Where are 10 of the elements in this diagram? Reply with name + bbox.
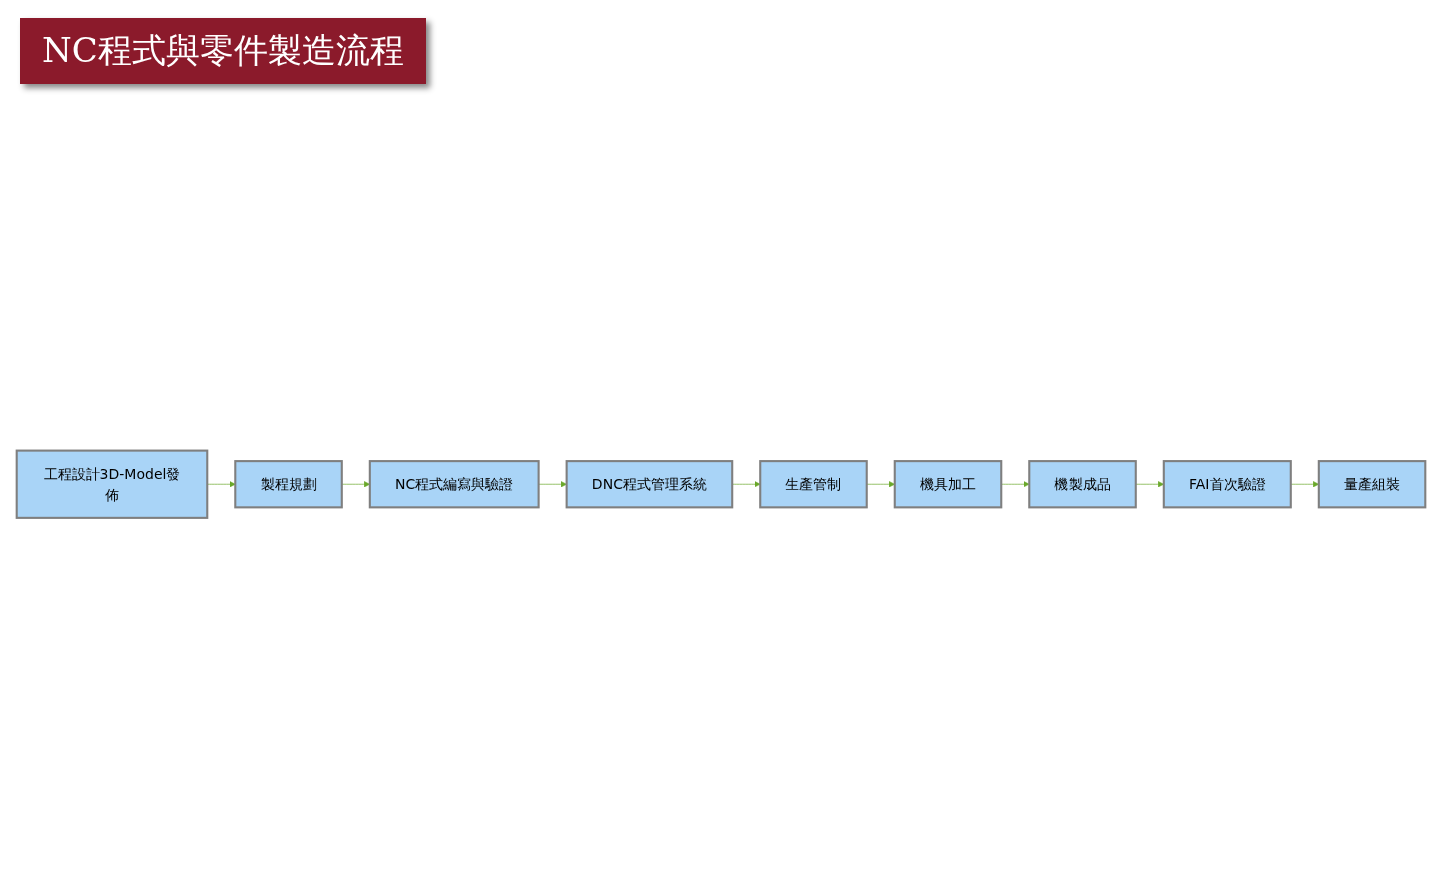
- node-box: NC程式編寫與驗證: [368, 459, 540, 509]
- node-box: 生產管制: [759, 459, 868, 509]
- node-box: 機製成品: [1028, 459, 1137, 509]
- node-box: 工程設計3D-Model發佈: [15, 449, 209, 519]
- node-box: FAI首次驗證: [1162, 459, 1292, 509]
- node-box: DNC程式管理系統: [565, 459, 734, 509]
- node-box: 製程規劃: [234, 459, 343, 509]
- title-banner: NC程式與零件製造流程: [20, 18, 426, 84]
- node-box: 機具加工: [893, 459, 1003, 509]
- node-box: 量產組裝: [1317, 459, 1427, 509]
